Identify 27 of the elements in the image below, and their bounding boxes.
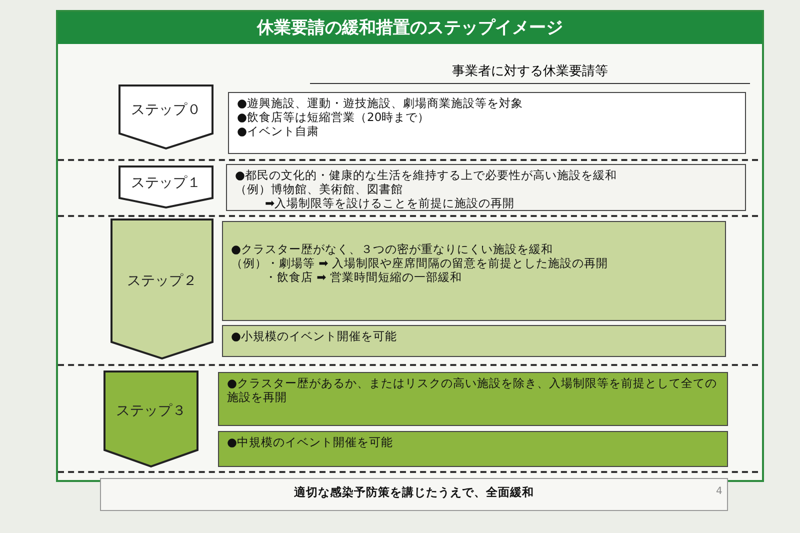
content-box [222,325,726,357]
bullet-text: （例）博物館、美術館、図書館 [235,182,404,196]
bullet-text: （例）・劇場等 ➡ 入場制限や座席間隔の留意を前提とした施設の再開 [231,256,609,270]
step-label: ステップ２ [126,272,198,290]
bullet-text: ●遊興施設、運動・遊技施設、劇場商業施設等を対象 [237,96,524,110]
bullet-text: ●イベント自粛 [237,124,320,138]
content-box [218,372,728,426]
title-bar: 休業要請の緩和措置のステップイメージ [58,12,762,44]
page-number: 4 [716,486,722,497]
step-label: ステップ１ [130,174,202,192]
step-label: ステップ３ [115,402,187,420]
bullet-text: ・飲食店 ➡ 営業時間短縮の一部緩和 [264,270,463,284]
content-box [228,92,746,154]
content-box [222,221,726,321]
bullet-text: ●小規模のイベント開催を可能 [231,329,398,343]
conclusion-text: 適切な感染予防策を講じたうえで、全面緩和 [293,484,535,501]
conclusion-box [100,478,728,511]
bullet-text: ●都民の文化的・健康的な生活を維持する上で必要性が高い施設を緩和 [235,168,618,182]
bullet-text: ➡入場制限等を設けることを前提に施設の再開 [264,196,516,210]
column-heading: 事業者に対する休業要請等 [310,62,750,84]
content-box [226,164,746,211]
step-label: ステップ０ [130,100,202,119]
bullet-text: ●飲食店等は短縮営業（20時まで） [237,110,431,124]
bullet-text: ●クラスター歴がなく、３つの密が重なりにくい施設を緩和 [231,242,554,256]
bullet-text: ●クラスター歴があるか、またはリスクの高い施設を除き、入場制限等を前提として全ての施設を再開 [227,376,718,404]
content-box [218,431,728,467]
bullet-text: ●中規模のイベント開催を可能 [227,435,394,449]
